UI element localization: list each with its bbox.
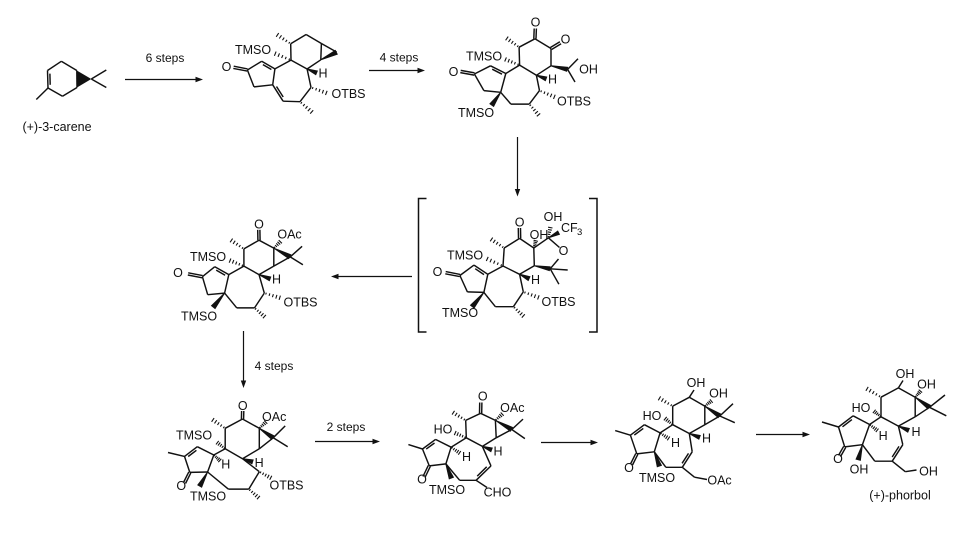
svg-text:TMSO: TMSO [181,310,217,324]
svg-text:OTBS: OTBS [269,478,303,492]
svg-text:OTBS: OTBS [283,296,317,310]
svg-text:H: H [548,73,557,87]
svg-text:TMSO: TMSO [429,483,465,497]
svg-text:OH: OH [687,376,706,390]
svg-text:OAc: OAc [277,228,301,242]
svg-text:O: O [531,15,541,29]
svg-text:O: O [238,399,248,413]
svg-text:4 steps: 4 steps [380,51,419,65]
svg-text:3: 3 [577,227,582,238]
svg-text:(+)-3-carene: (+)-3-carene [22,120,91,134]
svg-text:O: O [417,473,427,487]
svg-text:TMSO: TMSO [190,250,226,264]
svg-text:TMSO: TMSO [458,106,494,120]
svg-text:O: O [176,479,186,493]
svg-text:OH: OH [579,63,598,77]
svg-text:OAc: OAc [707,473,731,487]
svg-text:H: H [493,445,502,459]
svg-text:O: O [173,266,183,280]
svg-text:OH: OH [917,377,936,391]
svg-text:O: O [478,389,488,403]
svg-text:TMSO: TMSO [176,429,212,443]
svg-text:O: O [433,265,443,279]
svg-text:OH: OH [544,210,563,224]
svg-text:TMSO: TMSO [639,471,675,485]
svg-text:4 steps: 4 steps [255,359,294,373]
svg-text:O: O [515,215,525,229]
svg-text:O: O [222,60,232,74]
svg-text:TMSO: TMSO [235,43,271,57]
svg-text:O: O [561,32,571,46]
svg-text:6 steps: 6 steps [146,51,185,65]
svg-text:OH: OH [709,387,728,401]
svg-text:HO: HO [434,423,453,437]
svg-text:H: H [221,458,230,472]
svg-text:H: H [272,273,281,287]
svg-text:OAc: OAc [262,410,286,424]
svg-text:2 steps: 2 steps [327,420,366,434]
svg-text:(+)-phorbol: (+)-phorbol [869,489,931,503]
svg-text:O: O [449,65,459,79]
svg-text:OH: OH [919,464,938,478]
svg-text:H: H [318,67,327,81]
svg-text:CF: CF [561,221,578,235]
svg-text:OTBS: OTBS [557,94,591,108]
svg-text:OAc: OAc [500,401,524,415]
svg-text:OH: OH [850,463,869,477]
svg-text:O: O [254,218,264,232]
svg-text:OH: OH [530,228,549,242]
svg-text:TMSO: TMSO [442,306,478,320]
svg-text:OH: OH [896,367,915,381]
svg-text:OTBS: OTBS [331,87,365,101]
svg-text:H: H [879,429,888,443]
svg-text:CHO: CHO [484,486,512,500]
svg-text:HO: HO [852,401,871,415]
svg-text:O: O [559,244,569,258]
svg-text:TMSO: TMSO [466,50,502,64]
svg-text:OTBS: OTBS [541,295,575,309]
svg-text:H: H [911,425,920,439]
svg-text:O: O [833,452,843,466]
svg-text:HO: HO [643,409,662,423]
svg-text:O: O [624,461,634,475]
svg-text:TMSO: TMSO [190,490,226,504]
svg-text:H: H [255,456,264,470]
svg-text:H: H [531,273,540,287]
svg-text:H: H [702,432,711,446]
svg-text:H: H [671,436,680,450]
svg-text:H: H [462,450,471,464]
svg-text:TMSO: TMSO [447,248,483,262]
